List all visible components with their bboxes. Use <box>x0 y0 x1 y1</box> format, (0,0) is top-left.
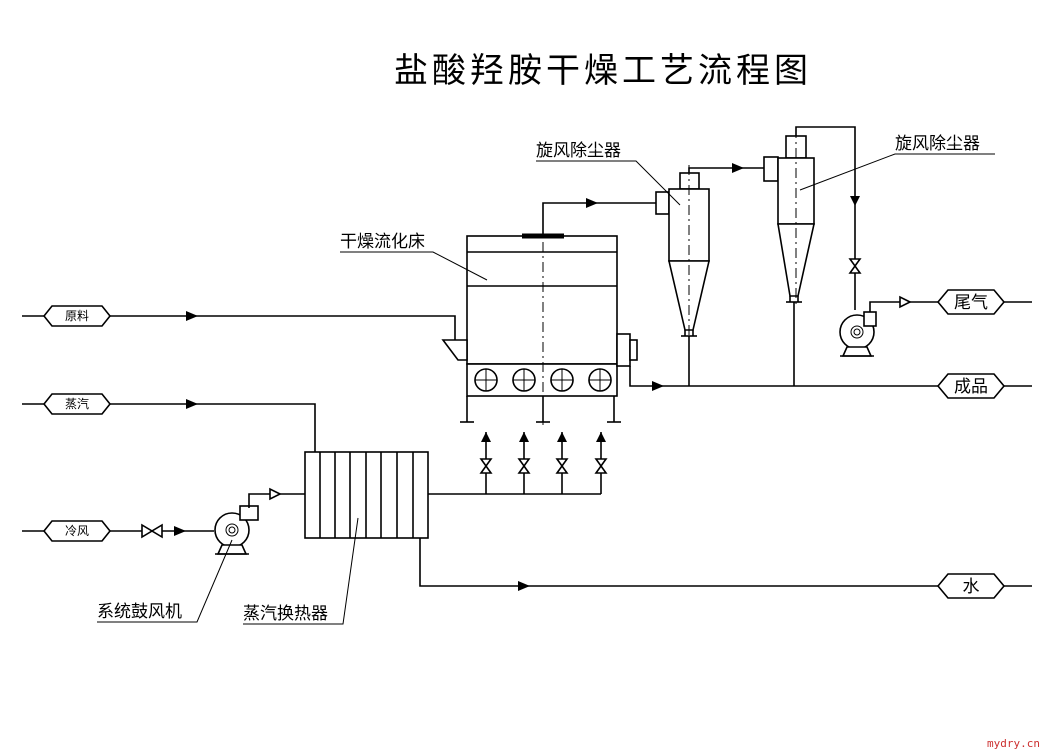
svg-text:旋风除尘器: 旋风除尘器 <box>895 134 980 154</box>
svg-text:蒸汽换热器: 蒸汽换热器 <box>243 604 328 624</box>
stream-tag-tail-gas: 尾气 <box>936 289 1032 315</box>
valve-icon <box>594 458 608 474</box>
cyclone-separator-1 <box>655 165 711 340</box>
svg-text:原料: 原料 <box>65 309 89 323</box>
system-blower <box>214 505 259 555</box>
svg-text:旋风除尘器: 旋风除尘器 <box>536 141 621 161</box>
tail-gas-duct <box>795 126 862 310</box>
stream-tag-raw-material: 原料 <box>22 305 112 327</box>
steam-heat-exchanger <box>304 451 429 539</box>
dryer-exhaust-line <box>542 198 656 236</box>
fluidized-bed-dryer <box>441 222 638 425</box>
stream-tag-product: 成品 <box>936 373 1032 399</box>
label-cyclone-1: 旋风除尘器 <box>536 141 681 206</box>
label-cyclone-2: 旋风除尘器 <box>799 134 995 191</box>
flow-arrow <box>652 381 664 391</box>
tail-gas-fan <box>839 311 877 357</box>
cold-air-line <box>110 523 214 539</box>
valve-icon <box>141 523 154 539</box>
valve-icon <box>555 458 569 474</box>
water-line <box>419 538 938 591</box>
raw-material-line <box>110 311 456 340</box>
watermark: mydry.cn <box>987 737 1040 750</box>
cyclone-separator-2 <box>763 128 815 306</box>
svg-text:系统鼓风机: 系统鼓风机 <box>97 602 182 622</box>
blower-outlet-line <box>248 487 305 508</box>
label-blower: 系统鼓风机 <box>97 539 233 623</box>
flow-arrow <box>174 526 186 536</box>
svg-text:干燥流化床: 干燥流化床 <box>340 232 425 252</box>
product-line <box>629 302 938 391</box>
valve-icon <box>848 258 862 274</box>
label-fluidized-bed: 干燥流化床 <box>340 232 488 281</box>
tail-gas-line <box>869 295 938 312</box>
svg-text:成品: 成品 <box>954 377 988 397</box>
flow-arrow <box>899 295 912 309</box>
flow-arrow <box>732 163 744 173</box>
flow-arrow <box>850 196 860 206</box>
flow-arrow <box>518 581 530 591</box>
hot-air-distribution <box>428 432 608 495</box>
svg-text:尾气: 尾气 <box>954 293 988 313</box>
flow-arrow <box>269 487 282 501</box>
flow-arrow <box>186 311 198 321</box>
label-heat-exchanger: 蒸汽换热器 <box>243 517 359 625</box>
steam-line <box>110 399 316 452</box>
valve-icon <box>479 458 493 474</box>
stream-tag-steam: 蒸汽 <box>22 393 112 415</box>
svg-text:水: 水 <box>963 577 980 597</box>
diagram-title: 盐酸羟胺干燥工艺流程图 <box>394 51 812 91</box>
valve-icon <box>517 458 531 474</box>
flow-arrow <box>186 399 198 409</box>
svg-text:蒸汽: 蒸汽 <box>65 396 89 411</box>
cyclone1-to-cyclone2-line <box>688 163 764 173</box>
stream-tag-water: 水 <box>936 573 1032 599</box>
flow-arrow <box>586 198 598 208</box>
stream-tag-cold-air: 冷风 <box>22 520 112 542</box>
svg-text:冷风: 冷风 <box>65 524 89 538</box>
